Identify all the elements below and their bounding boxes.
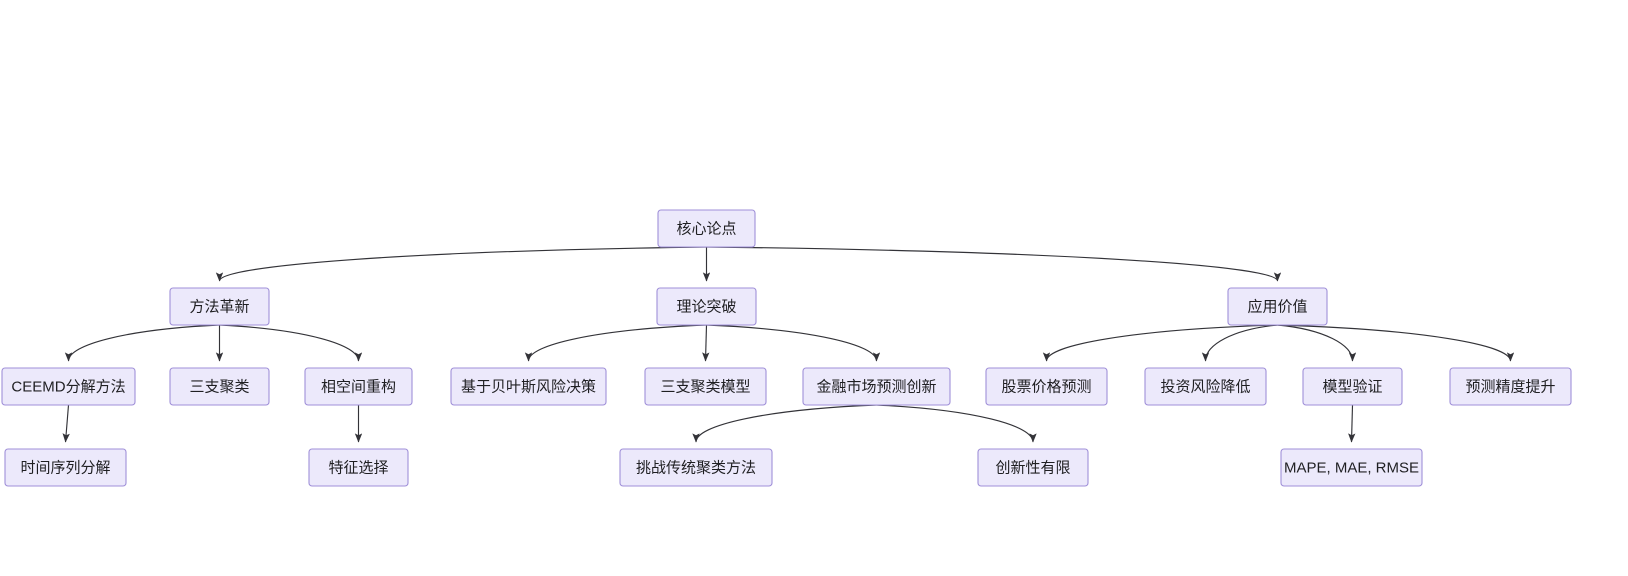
edge-l3f-to-l4c [692, 404, 877, 443]
node-l3j[interactable]: 预测精度提升 [1449, 367, 1572, 406]
node-box-l3a[interactable] [1, 367, 136, 406]
node-l3h[interactable]: 投资风险降低 [1144, 367, 1267, 406]
edge-root-to-l2c [706, 246, 1282, 282]
node-box-root[interactable] [657, 209, 756, 248]
node-label-l4c: 挑战传统聚类方法 [636, 459, 756, 476]
node-label-l3e: 三支聚类模型 [660, 378, 750, 395]
node-box-l3d[interactable] [450, 367, 607, 406]
edge-l2b-to-l3d [524, 324, 707, 362]
node-label-l3h: 投资风险降低 [1160, 378, 1250, 395]
edge-l3f-to-l4d [876, 404, 1037, 443]
node-label-l3j: 预测精度提升 [1465, 378, 1555, 395]
node-box-l2a[interactable] [169, 287, 270, 326]
node-label-l4a: 时间序列分解 [20, 459, 110, 476]
edge-l2a-to-l3c [219, 324, 363, 362]
node-l3g[interactable]: 股票价格预测 [985, 367, 1108, 406]
node-label-l3i: 模型验证 [1322, 378, 1382, 395]
node-l4b[interactable]: 特征选择 [308, 448, 409, 487]
node-label-l4b: 特征选择 [328, 459, 388, 476]
node-label-l3g: 股票价格预测 [1001, 378, 1091, 395]
node-box-l3e[interactable] [644, 367, 767, 406]
node-l4d[interactable]: 创新性有限 [977, 448, 1089, 487]
node-label-l3f: 金融市场预测创新 [816, 378, 936, 395]
node-label-l3d: 基于贝叶斯风险决策 [461, 378, 596, 395]
node-box-l3c[interactable] [304, 367, 413, 406]
node-label-l2a: 方法革新 [189, 298, 249, 315]
node-label-l2b: 理论突破 [676, 298, 736, 315]
node-box-l3b[interactable] [169, 367, 270, 406]
node-box-l3i[interactable] [1302, 367, 1403, 406]
node-box-l2b[interactable] [656, 287, 757, 326]
node-box-l3g[interactable] [985, 367, 1108, 406]
node-l4c[interactable]: 挑战传统聚类方法 [619, 448, 773, 487]
node-l3e[interactable]: 三支聚类模型 [644, 367, 767, 406]
edge-l3i-to-l4e [1348, 404, 1356, 443]
node-box-l2c[interactable] [1227, 287, 1328, 326]
node-l4a[interactable]: 时间序列分解 [4, 448, 127, 487]
node-box-l3f[interactable] [802, 367, 951, 406]
node-label-l2c: 应用价值 [1247, 297, 1307, 315]
node-l3c[interactable]: 相空间重构 [304, 367, 413, 406]
node-label-l3b: 三支聚类 [189, 378, 249, 395]
edge-l2c-to-l3g [1042, 324, 1278, 362]
node-label-l3a: CEEMD分解方法 [11, 378, 125, 395]
edge-l2a-to-l3a [64, 324, 220, 362]
node-l3b[interactable]: 三支聚类 [169, 367, 270, 406]
node-box-l3j[interactable] [1449, 367, 1572, 406]
node-label-l4e: MAPE, MAE, RMSE [1284, 459, 1419, 476]
node-label-l3c: 相空间重构 [321, 378, 396, 395]
node-label-root: 核心论点 [676, 220, 736, 237]
node-l2b[interactable]: 理论突破 [656, 287, 757, 326]
edge-l2b-to-l3f [706, 324, 881, 362]
node-box-l4a[interactable] [4, 448, 127, 487]
node-root[interactable]: 核心论点 [657, 209, 756, 248]
edge-l3a-to-l4a [62, 404, 70, 443]
edge-l2b-to-l3e [702, 324, 710, 362]
node-box-l4e[interactable] [1280, 448, 1423, 487]
edge-layer [62, 246, 1515, 443]
node-l3a[interactable]: CEEMD分解方法 [1, 367, 136, 406]
node-l3d[interactable]: 基于贝叶斯风险决策 [450, 367, 607, 406]
node-l4e[interactable]: MAPE, MAE, RMSE [1280, 448, 1423, 487]
node-l3f[interactable]: 金融市场预测创新 [802, 367, 951, 406]
edge-l2c-to-l3i [1277, 324, 1357, 362]
node-l3i[interactable]: 模型验证 [1302, 367, 1403, 406]
edge-l2c-to-l3h [1201, 324, 1278, 362]
node-l2c[interactable]: 应用价值 [1227, 287, 1328, 326]
node-box-l4c[interactable] [619, 448, 773, 487]
node-box-l3h[interactable] [1144, 367, 1267, 406]
edge-root-to-l2a [215, 246, 707, 282]
node-label-l4d: 创新性有限 [995, 459, 1070, 476]
node-box-l4d[interactable] [977, 448, 1089, 487]
edge-l2c-to-l3j [1277, 324, 1515, 362]
node-l2a[interactable]: 方法革新 [169, 287, 270, 326]
node-box-l4b[interactable] [308, 448, 409, 487]
